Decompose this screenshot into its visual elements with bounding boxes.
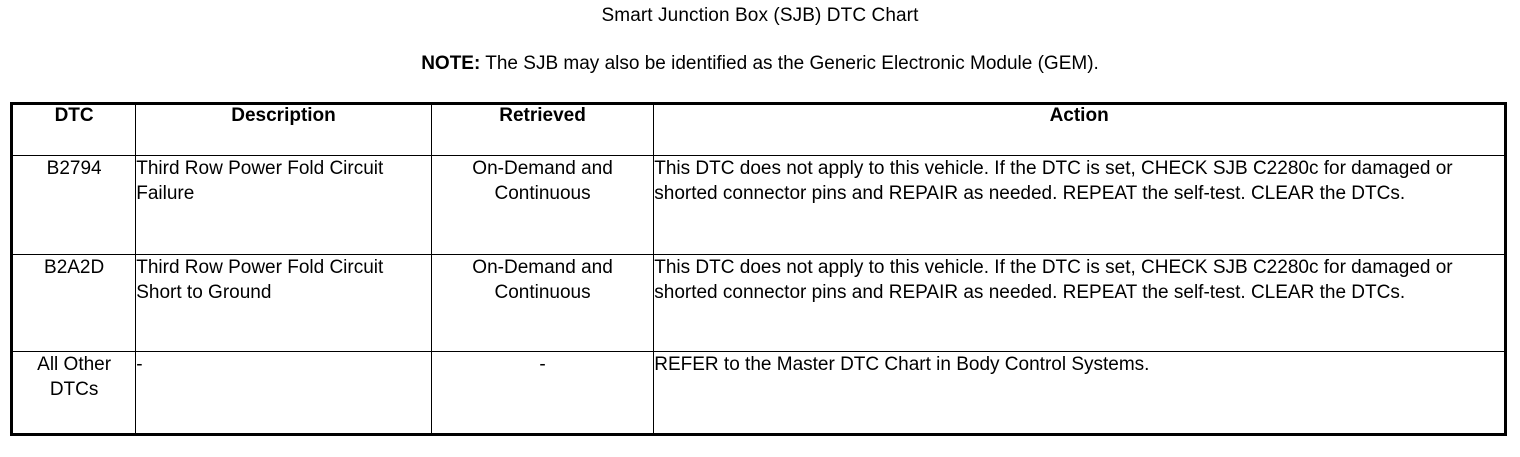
page-title: Smart Junction Box (SJB) DTC Chart — [601, 5, 919, 26]
cell-action: REFER to the Master DTC Chart in Body Co… — [653, 351, 1506, 435]
column-header-action: Action — [653, 103, 1506, 156]
column-header-description: Description — [135, 103, 432, 156]
cell-action: This DTC does not apply to this vehicle.… — [653, 254, 1506, 352]
table-header-row: DTC Description Retrieved Action — [10, 103, 1506, 156]
cell-description: Third Row Power Fold Circuit Failure — [135, 155, 432, 255]
note-line: NOTE: The SJB may also be identified as … — [0, 53, 1520, 75]
table-body: B2794 Third Row Power Fold Circuit Failu… — [10, 155, 1506, 435]
dtc-chart-table: DTC Description Retrieved Action B2794 T… — [10, 102, 1507, 436]
document-page: Smart Junction Box (SJB) DTC Chart NOTE:… — [0, 5, 1520, 457]
cell-retrieved: - — [430, 351, 655, 435]
dtc-table-container: DTC Description Retrieved Action B2794 T… — [10, 102, 1507, 436]
cell-action: This DTC does not apply to this vehicle.… — [653, 155, 1506, 255]
cell-dtc: B2A2D — [10, 254, 137, 352]
note-label: NOTE: — [421, 53, 481, 74]
table-row: B2A2D Third Row Power Fold Circuit Short… — [10, 254, 1506, 352]
cell-dtc: B2794 — [10, 155, 137, 255]
cell-dtc: All Other DTCs — [10, 351, 137, 435]
note-text: The SJB may also be identified as the Ge… — [480, 53, 1099, 74]
cell-description: Third Row Power Fold Circuit Short to Gr… — [135, 254, 432, 352]
column-header-retrieved: Retrieved — [430, 103, 655, 156]
table-row: B2794 Third Row Power Fold Circuit Failu… — [10, 155, 1506, 255]
cell-description: - — [135, 351, 432, 435]
table-header: DTC Description Retrieved Action — [10, 103, 1506, 156]
cell-retrieved: On-Demand and Continuous — [430, 155, 655, 255]
cell-retrieved: On-Demand and Continuous — [430, 254, 655, 352]
table-row: All Other DTCs - - REFER to the Master D… — [10, 351, 1506, 435]
column-header-dtc: DTC — [10, 103, 137, 156]
